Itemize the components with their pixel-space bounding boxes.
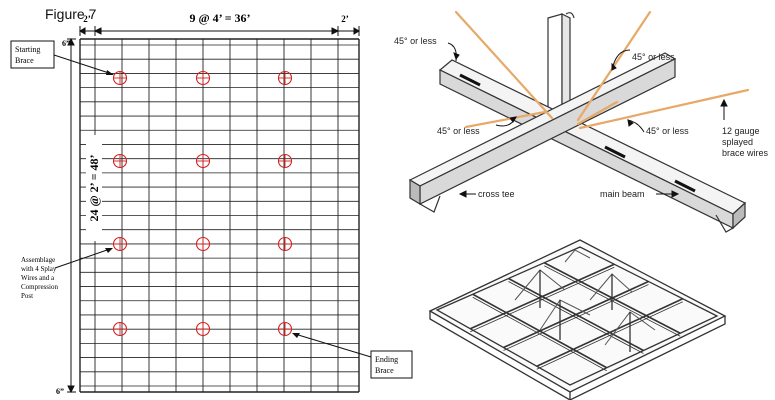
- edge-left-bottom-label: 6”: [56, 387, 64, 396]
- ending-brace-line2: Brace: [375, 366, 394, 375]
- brace-marker: [277, 321, 293, 337]
- angle-label-top-left: 45° or less: [394, 36, 437, 46]
- edge-top-left-label: 2’: [83, 14, 91, 24]
- isometric-ceiling-drawing: [428, 239, 727, 400]
- assemblage-line2: with 4 Splay: [21, 265, 57, 273]
- ending-brace-line1: Ending: [375, 355, 398, 364]
- assemblage-callout: Assemblage with 4 Splay Wires and a Comp…: [21, 248, 113, 300]
- wires-label-line3: brace wires: [722, 148, 769, 158]
- iso-main-beam: [536, 301, 683, 370]
- cross-tee-label: cross tee: [478, 189, 515, 199]
- brace-marker: [195, 321, 211, 337]
- angle-indicators: [447, 42, 728, 198]
- iso-compression-posts: [539, 270, 631, 352]
- starting-brace-callout: Starting Brace: [10, 40, 114, 75]
- brace-marker: [277, 236, 293, 252]
- angle-label-mid-left: 45° or less: [437, 126, 480, 136]
- brace-detail-drawing: 45° or less 45° or less 45° or less 45° …: [394, 10, 769, 233]
- assemblage-line3: Wires and a: [21, 274, 55, 282]
- brace-marker: [277, 70, 293, 86]
- angle-label-mid-right: 45° or less: [646, 126, 689, 136]
- left-dimension-line: [67, 37, 76, 394]
- figure-label: Figure 7: [45, 6, 97, 22]
- ending-brace-callout: Ending Brace: [292, 333, 413, 379]
- brace-marker: [112, 236, 128, 252]
- iso-cross-tee: [508, 277, 644, 352]
- wires-label-line1: 12 gauge: [722, 126, 760, 136]
- brace-marker: [195, 70, 211, 86]
- vertical-label-mask: [86, 135, 102, 241]
- ceiling-grid-members: [469, 262, 684, 372]
- iso-cross-tee: [508, 281, 644, 354]
- brace-marker: [195, 236, 211, 252]
- edge-top-right-label: 2’: [341, 14, 349, 24]
- starting-brace-line1: Starting: [15, 45, 40, 54]
- brace-marker: [112, 321, 128, 337]
- assemblage-line4: Compression: [21, 283, 58, 291]
- iso-main-beam: [536, 298, 684, 367]
- assemblage-line1: Assemblage: [21, 256, 55, 264]
- span-label: 9 @ 4’ = 36’: [189, 11, 250, 25]
- edge-left-top-label: 6”: [62, 39, 70, 48]
- main-beam-label: main beam: [600, 189, 645, 199]
- main-beam: [438, 59, 747, 233]
- ceiling-perimeter: [428, 239, 727, 400]
- starting-brace-line2: Brace: [15, 56, 34, 65]
- plan-grid-lines: [79, 38, 360, 393]
- brace-marker: [195, 153, 211, 169]
- wires-label-line2: splayed: [722, 137, 753, 147]
- brace-marker: [277, 153, 293, 169]
- brace-marker: [112, 70, 128, 86]
- assemblage-line5: Post: [21, 292, 33, 300]
- top-dimension-line: [79, 26, 360, 36]
- angle-label-top-right: 45° or less: [632, 52, 675, 62]
- plan-brace-markers: [112, 70, 293, 337]
- ceiling-grid-plan: 9 @ 4’ = 36’ 2’ 2’ 24 @ 2’ = 48’ 6” 6” S…: [10, 11, 413, 396]
- vertical-span-label: 24 @ 2’ = 48’: [87, 154, 101, 221]
- brace-marker: [112, 153, 128, 169]
